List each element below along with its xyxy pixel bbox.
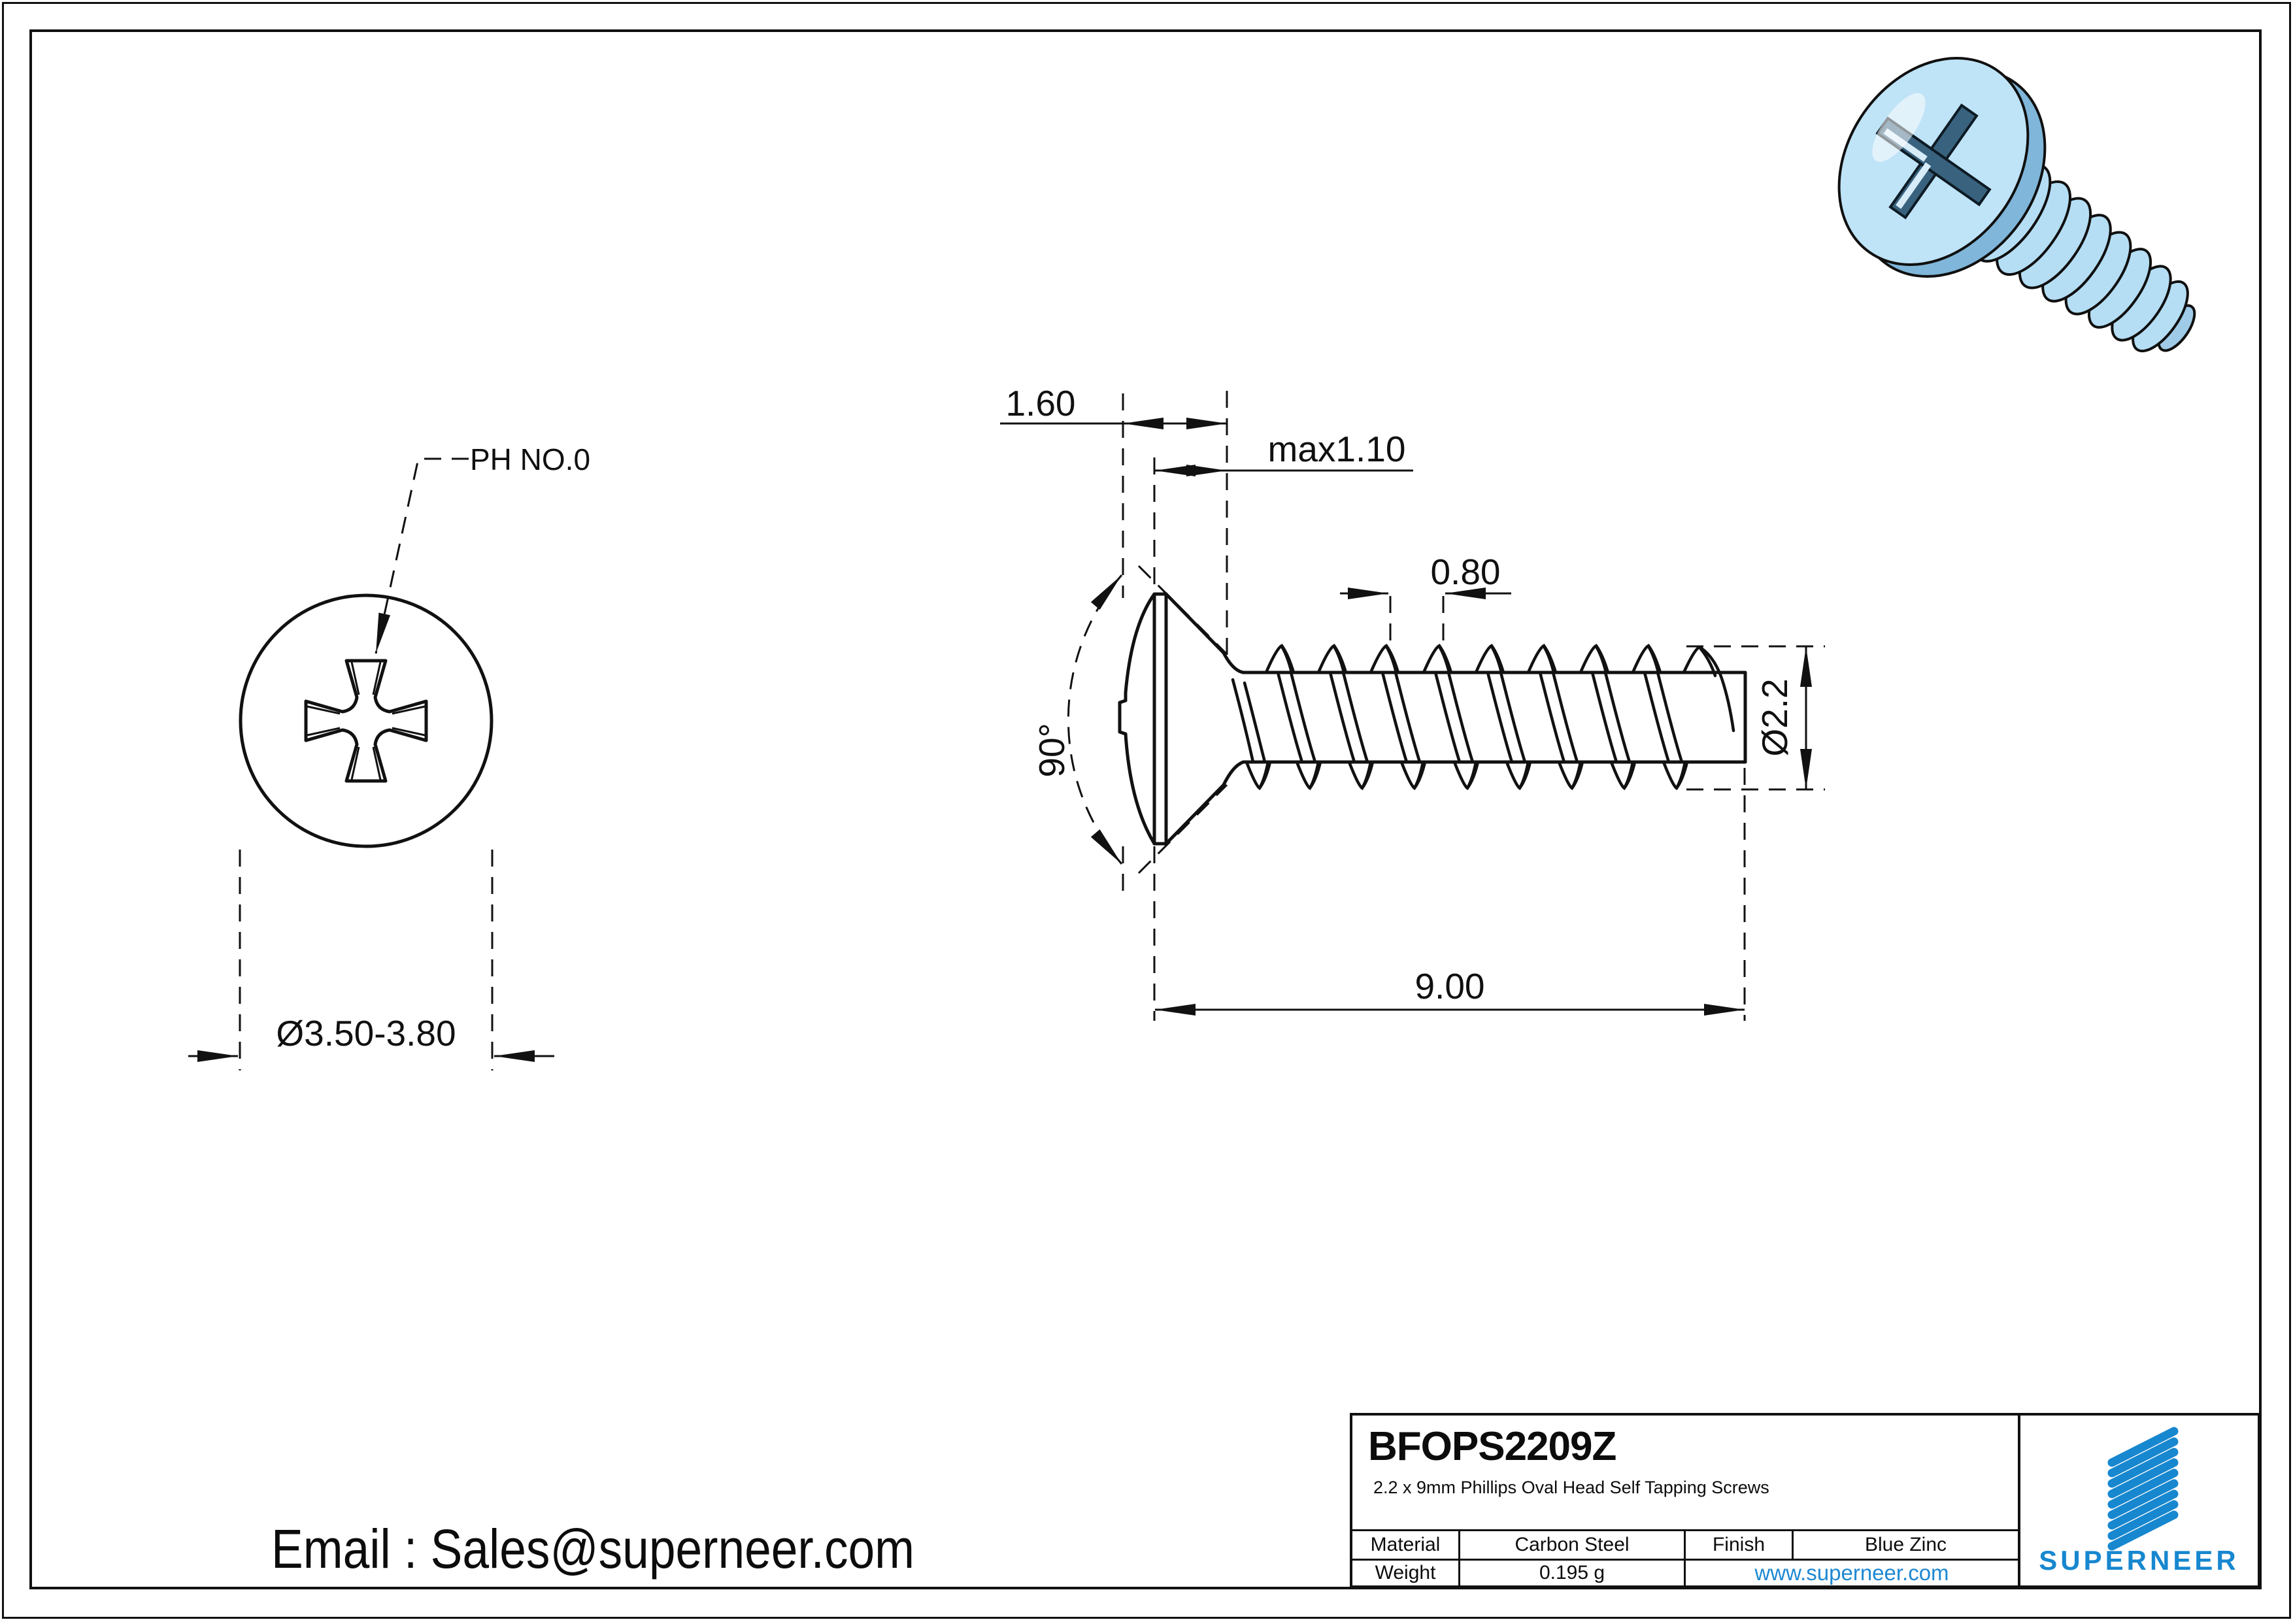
drawing-frame: [29, 29, 2262, 1589]
head-highlight: [1872, 93, 1926, 162]
brand-logo-stripes-icon: [2107, 1427, 2179, 1551]
phillips-recess-outline: [304, 659, 428, 783]
cone-and-shank-bottom: [1164, 760, 1747, 846]
angle-arc: [1067, 574, 1123, 865]
brand-logo-cell: SUPERNEER: [2018, 1416, 2258, 1585]
recess-depth-dimension: max1.10: [1268, 429, 1406, 469]
weight-label: Weight: [1352, 1561, 1460, 1585]
phillips-recess-flanks: [307, 661, 426, 780]
material-label: Material: [1352, 1531, 1460, 1559]
part-description: 2.2 x 9mm Phillips Oval Head Self Tappin…: [1373, 1478, 1769, 1497]
title-block-main: BFOPS2209Z 2.2 x 9mm Phillips Oval Head …: [1352, 1416, 2018, 1585]
head-height-dimension: 1.60: [1005, 383, 1075, 423]
weight-value: 0.195 g: [1460, 1561, 1686, 1585]
front-view: PH NO.0 Ø3.50-3.80: [188, 442, 590, 1070]
weight-website-row: Weight 0.195 g www.superneer.com: [1352, 1561, 2018, 1585]
callout-leader-line: [375, 457, 469, 654]
thread-pitch-dimension: 0.80: [1430, 552, 1500, 592]
contact-email: Email : Sales@superneer.com: [271, 1518, 915, 1580]
website-link[interactable]: www.superneer.com: [1754, 1561, 1949, 1585]
cone-and-shank-top: [1164, 592, 1747, 674]
title-block: BFOPS2209Z 2.2 x 9mm Phillips Oval Head …: [1350, 1413, 2260, 1588]
phillips-size-callout: PH NO.0: [470, 442, 590, 476]
material-value: Carbon Steel: [1460, 1531, 1686, 1559]
screw-3d-rendering: [1837, 57, 2196, 353]
angle-construction-line: [1137, 565, 1228, 655]
thread-diameter-dimension: Ø2.2: [1754, 678, 1795, 756]
finish-value: Blue Zinc: [1864, 1534, 1947, 1556]
screw-length-dimension: 9.00: [1414, 966, 1484, 1006]
countersink-angle-dimension: 90°: [1031, 723, 1072, 777]
head-circle-outline: [239, 593, 494, 848]
head-dome-profile: [1118, 592, 1156, 846]
brand-name: SUPERNEER: [2039, 1545, 2239, 1576]
side-view: 90° 1.60 max1.10 0.80 Ø2.2 9.00: [1000, 383, 1825, 1021]
finish-label: Finish: [1686, 1531, 1794, 1559]
title-block-header: BFOPS2209Z 2.2 x 9mm Phillips Oval Head …: [1352, 1416, 2018, 1532]
part-number: BFOPS2209Z: [1368, 1424, 1616, 1469]
angle-construction-line: [1137, 784, 1228, 874]
thread-profile: [1231, 644, 1735, 791]
head-diameter-dimension: Ø3.50-3.80: [276, 1013, 456, 1053]
material-finish-row: Material Carbon Steel Finish Blue Zinc: [1352, 1531, 2018, 1561]
